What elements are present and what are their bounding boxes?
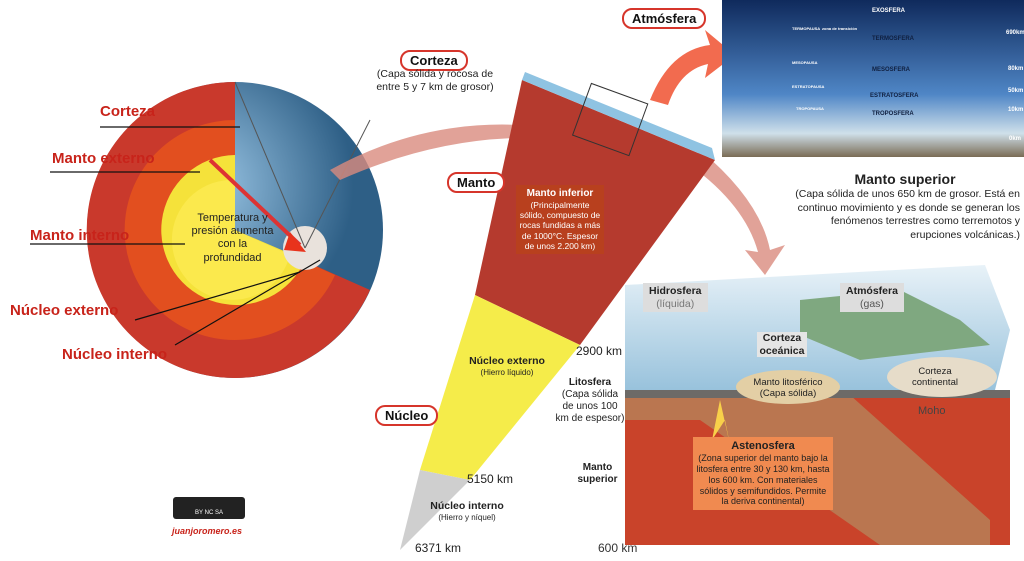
depth-6371: 6371 km	[415, 541, 462, 555]
depth-2900: 2900 km	[576, 344, 623, 358]
alt-80: 80km	[1008, 66, 1024, 72]
atmosfera-sub: (gas)	[860, 297, 884, 310]
manto-superior-block-label: Manto superior	[577, 462, 618, 485]
layer-exosfera: EXOSFERA	[872, 8, 906, 14]
alt-0: 0km	[1009, 136, 1022, 142]
atmosfera-title: Atmósfera	[622, 8, 707, 29]
manto-lito-sub: (Capa sólida)	[759, 388, 817, 400]
atmosphere-layers: EXOSFERA TERMOSFERA MESOSFERA ESTRATOSFE…	[722, 0, 1024, 157]
nucleo-externo-title: Núcleo externo	[469, 355, 545, 367]
cc-license-badge: BY NC SA	[173, 497, 245, 519]
pause-mesopausa: MESOPAUSA	[792, 60, 818, 65]
nucleo-externo-label: Núcleo externo (Hierro líquido)	[462, 355, 552, 377]
corteza-oceanica-label: Corteza oceánica	[757, 332, 807, 358]
litosfera-desc: (Capa sólida de unos 100 km de espesor)	[555, 389, 625, 424]
moho-label: Moho	[918, 405, 946, 417]
nucleo-interno-desc: (Hierro y níquel)	[438, 512, 496, 522]
center-note: Temperatura y presión aumenta con la pro…	[191, 212, 274, 264]
manto-lito-title: Manto litosférico	[753, 377, 823, 388]
corteza-continental-label: Corteza continental	[912, 366, 958, 389]
depth-5150: 5150 km	[467, 472, 514, 486]
atmosfera-block-title: Atmósfera	[846, 285, 898, 297]
manto-superior-desc: (Capa sólida de unos 650 km de grosor. E…	[795, 188, 1020, 242]
hidrosfera-title: Hidrosfera	[649, 285, 702, 297]
manto-title: Manto	[447, 172, 506, 193]
alt-690: 690km	[1006, 30, 1024, 36]
manto-superior-info: Manto superior (Capa sólida de unos 650 …	[790, 170, 1020, 243]
nucleo-title: Núcleo	[375, 405, 439, 426]
manto-litosferico-label: Manto litosférico(Capa sólida)	[738, 377, 838, 400]
manto-inferior-desc: (Principalmente sólido, compuesto de roc…	[519, 200, 601, 251]
alt-10: 10km	[1008, 107, 1024, 113]
pause-tropopausa: TROPOPAUSA	[796, 106, 824, 111]
transition-label: zona de transición	[822, 26, 858, 31]
hidrosfera-sub: (líquida)	[656, 297, 695, 310]
pause-termopausa: TERMOPAUSA	[792, 26, 821, 31]
atmosphere-photo	[722, 0, 1024, 157]
label-manto-interno: Manto interno	[30, 227, 130, 244]
label-manto-externo: Manto externo	[52, 150, 155, 167]
nucleo-interno-label: Núcleo interno (Hierro y níquel)	[422, 500, 512, 522]
nucleo-externo-desc: (Hierro líquido)	[480, 367, 534, 377]
corteza-title: Corteza	[400, 50, 468, 71]
layer-troposfera: TROPOSFERA	[872, 111, 914, 117]
astenosfera-desc: (Zona superior del manto bajo la litosfe…	[696, 453, 830, 507]
astenosfera-title: Astenosfera	[731, 440, 795, 452]
litosfera-title: Litosfera	[568, 377, 612, 388]
corteza-desc: (Capa sólida y rocosa de entre 5 y 7 km …	[376, 68, 494, 93]
label-nucleo-interno: Núcleo interno	[62, 346, 168, 363]
layer-termosfera: TERMOSFERA	[872, 36, 914, 42]
astenosfera-box: Astenosfera(Zona superior del manto bajo…	[693, 437, 833, 511]
layer-mesosfera: MESOSFERA	[872, 67, 911, 73]
alt-50: 50km	[1008, 88, 1024, 94]
hidrosfera-label: Hidrosfera(líquida)	[643, 283, 708, 313]
atmosfera-label: Atmósfera(gas)	[840, 283, 904, 313]
label-corteza: Corteza	[100, 103, 156, 120]
layer-estratosfera: ESTRATOSFERA	[870, 93, 919, 99]
depth-600: 600 km	[598, 541, 638, 555]
label-nucleo-externo: Núcleo externo	[10, 302, 119, 319]
litosfera-label: Litosfera(Capa sólida de unos 100 km de …	[555, 377, 625, 425]
manto-inferior-title: Manto inferior	[526, 188, 594, 199]
pause-estratopausa: ESTRATOPAUSA	[792, 84, 825, 89]
manto-inferior-box: Manto inferior (Principalmente sólido, c…	[516, 185, 604, 254]
site-credit[interactable]: juanjoromero.es	[172, 526, 243, 536]
manto-superior-title: Manto superior	[854, 171, 956, 187]
nucleo-interno-title: Núcleo interno	[430, 500, 504, 512]
